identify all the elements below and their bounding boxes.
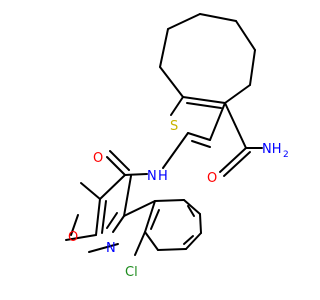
isoxazole-ring	[65, 174, 132, 253]
amide-hydrogen-label: H	[158, 169, 168, 184]
molecule-structure: S O NH 2 O N H O N Cl	[65, 13, 289, 280]
amine-nh-label: NH	[262, 142, 282, 157]
amide-nitrogen-label: N	[147, 169, 157, 184]
chlorine-atom-label: Cl	[125, 265, 138, 280]
linker-oxygen-label: O	[93, 151, 103, 166]
isoxazole-oxygen-label: O	[68, 230, 78, 245]
isoxazole-nitrogen-label: N	[106, 241, 116, 256]
amine-subscript-label: 2	[283, 150, 289, 160]
chlorophenyl-ring	[123, 199, 202, 256]
thiophene-ring	[170, 96, 226, 148]
molecule-canvas: S O NH 2 O N H O N Cl	[65, 13, 289, 280]
cyclooctane-ring	[159, 13, 256, 104]
amide-linker	[106, 132, 189, 176]
sulfur-atom-label: S	[170, 119, 178, 134]
amide-oxygen-label: O	[207, 171, 217, 186]
primary-amide	[219, 102, 263, 177]
